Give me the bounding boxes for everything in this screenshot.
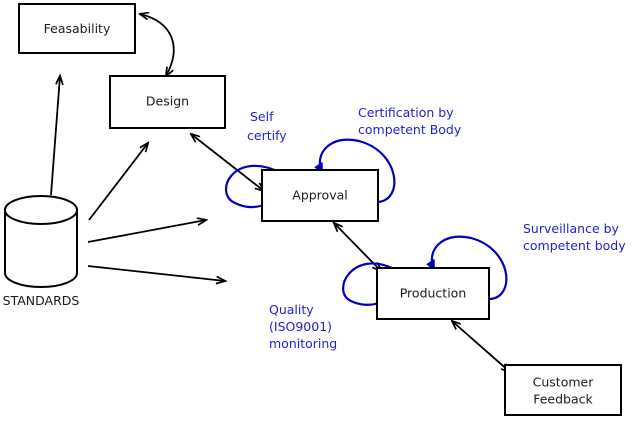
node-approval-label: Approval (292, 188, 347, 203)
edge-feasability-design (140, 14, 175, 76)
node-production-label: Production (400, 286, 467, 301)
annotation-certification-by-competent-body: Certification by competent Body (358, 105, 462, 137)
annotation-certification-line1: Certification by (358, 105, 454, 120)
edge-standards-design (88, 143, 148, 221)
annotation-quality-iso9001-monitoring: Quality (ISO9001) monitoring (269, 302, 337, 351)
annotation-quality-line2: (ISO9001) (269, 319, 332, 334)
node-design[interactable]: Design (109, 75, 226, 129)
node-customer-feedback[interactable]: Customer Feedback (504, 364, 622, 416)
node-customer-feedback-label-line1: Customer (533, 375, 595, 390)
edge-standards-approval (87, 220, 206, 243)
node-design-label: Design (146, 94, 189, 109)
annotation-self-certify: Self certify (247, 109, 287, 143)
annotation-surveillance-line1: Surveillance by (523, 221, 620, 236)
loop-surveillance-by-competent-body (432, 235, 508, 301)
node-standards-label: STANDARDS (3, 293, 80, 308)
node-feasability-label: Feasability (44, 21, 111, 36)
annotation-surveillance-line2: competent body (523, 238, 626, 253)
edge-standards-production (87, 265, 225, 281)
annotation-self-certify-line2: certify (247, 128, 287, 143)
annotation-self-certify-line1: Self (250, 109, 274, 124)
node-feasability[interactable]: Feasability (18, 3, 136, 54)
annotation-quality-line3: monitoring (269, 336, 337, 351)
node-approval[interactable]: Approval (261, 169, 379, 222)
loop-certification-by-competent-body (320, 138, 396, 204)
edge-standards-feasability (50, 76, 60, 196)
node-standards[interactable]: STANDARDS (3, 195, 80, 308)
node-customer-feedback-label-line2: Feedback (533, 392, 593, 407)
edge-production-customer-feedback (452, 321, 510, 372)
annotation-surveillance-by-competent-body: Surveillance by competent body (523, 221, 626, 253)
annotation-certification-line2: competent Body (358, 122, 462, 137)
edge-design-approval (191, 134, 264, 191)
node-production[interactable]: Production (376, 267, 490, 320)
annotation-quality-line1: Quality (269, 302, 314, 317)
